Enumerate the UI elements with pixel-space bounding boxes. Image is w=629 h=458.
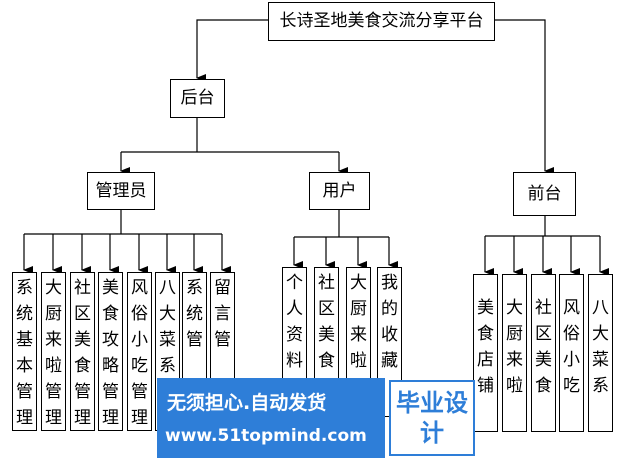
front-leaf-community-food: 社区美食 [531, 274, 556, 432]
edge-root-backend [196, 19, 268, 82]
admin-leaf-system-basic: 系统基本管理 [12, 272, 37, 431]
watermark-blue-panel: 无须担心.自动发货 www.51topmind.com [157, 378, 385, 458]
front-leaf-local-snacks: 风俗小吃 [559, 274, 584, 432]
admin-leaf-local-snacks: 风俗小吃管理 [127, 272, 152, 431]
admin-node: 管理员 [87, 172, 155, 210]
front-leaf-food-shop: 美食店铺 [473, 274, 498, 432]
watermark-badge-box: 毕业设计 [389, 380, 475, 456]
watermark-badge: 毕业设计 [396, 389, 468, 447]
backend-node: 后台 [170, 79, 225, 118]
frontend-node: 前台 [513, 172, 576, 216]
root-node: 长诗圣地美食交流分享平台 [268, 2, 495, 41]
front-leaf-eight-cuisines: 八大菜系 [588, 274, 613, 432]
admin-leaf-food-guide: 美食攻略管理 [98, 272, 123, 431]
front-leaf-chef: 大厨来啦 [502, 274, 527, 432]
watermark-banner: 无须担心.自动发货 www.51topmind.com 毕业设计 [157, 378, 475, 458]
admin-leaf-community-food: 社区美食管理 [70, 272, 95, 431]
admin-leaf-chef: 大厨来啦管理 [41, 272, 66, 431]
watermark-slogan: 无须担心.自动发货 [167, 392, 327, 414]
edge-root-frontend [495, 19, 554, 175]
watermark-url: www.51topmind.com [165, 426, 367, 446]
user-node: 用户 [309, 172, 370, 210]
